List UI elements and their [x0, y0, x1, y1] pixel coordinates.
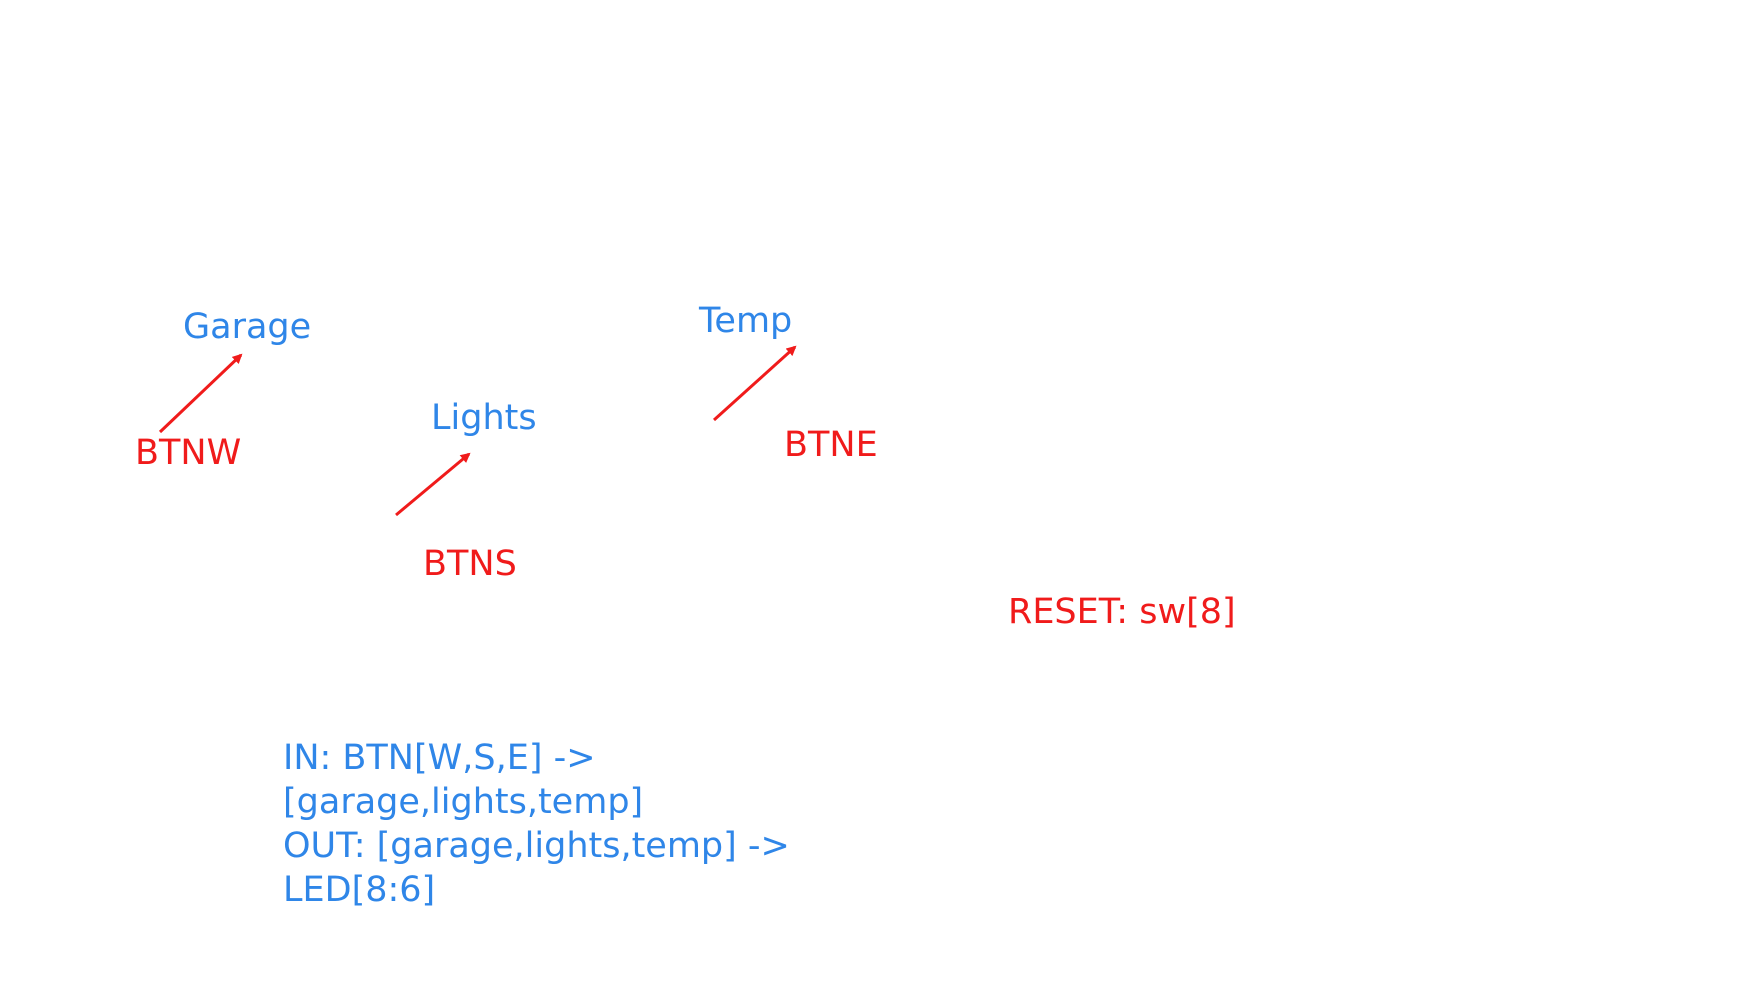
arrow-btns-to-lights	[395, 452, 471, 517]
note-line-4: LED[8:6]	[283, 870, 436, 910]
btnw-label: BTNW	[135, 433, 242, 473]
btns-label: BTNS	[423, 544, 517, 584]
io-notes: IN: BTN[W,S,E] -> [garage,lights,temp] O…	[283, 736, 790, 912]
temp-label: Temp	[699, 301, 793, 341]
arrow-btne-to-temp	[712, 345, 797, 422]
note-line-2: [garage,lights,temp]	[283, 782, 644, 822]
reset-label: RESET: sw[8]	[1008, 592, 1236, 632]
garage-label: Garage	[183, 307, 312, 347]
note-line-1: IN: BTN[W,S,E] ->	[283, 738, 596, 778]
arrow-btnw-to-garage	[158, 353, 243, 434]
btne-label: BTNE	[784, 425, 878, 465]
note-line-3: OUT: [garage,lights,temp] ->	[283, 826, 790, 866]
lights-label: Lights	[431, 398, 537, 438]
